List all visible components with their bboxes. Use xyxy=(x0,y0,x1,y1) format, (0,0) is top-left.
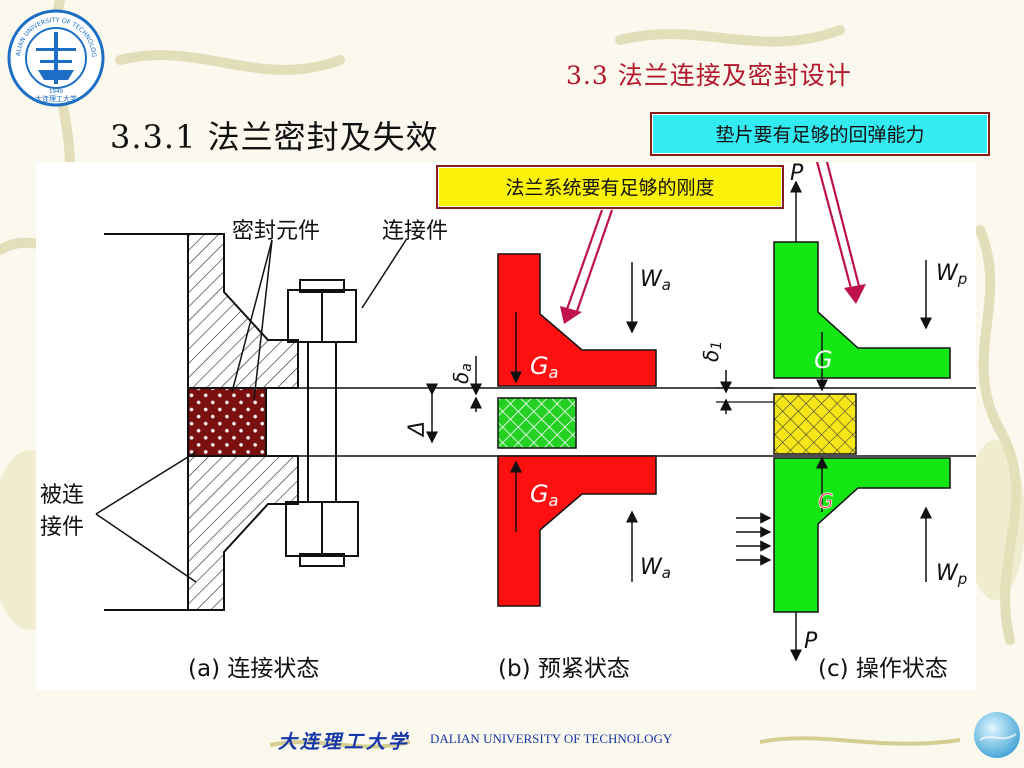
gasket-a xyxy=(187,387,267,457)
label-Ga-top: Ga xyxy=(530,352,558,382)
label-P-top: P xyxy=(790,162,804,186)
label-Wa-top-sub: a xyxy=(662,276,671,294)
caption-a: (a) 连接状态 xyxy=(188,656,319,682)
subsection-title: 3.3.1 法兰密封及失效 xyxy=(110,118,439,156)
label-connected-part-1: 被连 xyxy=(40,483,84,508)
label-delta-1: δ1 xyxy=(699,341,725,362)
label-Ga-top-sub: a xyxy=(549,363,559,382)
section-title: 3.3 法兰连接及密封设计 xyxy=(566,61,852,90)
label-delta-1-sub: 1 xyxy=(709,341,725,350)
label-Wp-bottom-sub: p xyxy=(957,570,968,588)
flange-seal-figure: 密封元件 连接件 被连 接件 Δ Ga Ga Wa Wa δa xyxy=(36,162,976,690)
label-Wp-bottom-sym: W xyxy=(936,561,959,586)
footer-university-en: DALIAN UNIVERSITY OF TECHNOLOGY xyxy=(430,731,673,746)
label-connected-part-2: 接件 xyxy=(40,515,84,540)
label-delta: Δ xyxy=(405,421,430,438)
label-sealing-element: 密封元件 xyxy=(232,219,320,244)
label-delta-a-sub: a xyxy=(459,363,475,372)
label-Wp-bottom: Wp xyxy=(936,561,967,588)
label-Ga-bottom-sub: a xyxy=(549,491,559,510)
label-Wp-top: Wp xyxy=(936,261,967,288)
label-P-bottom: P xyxy=(804,629,818,654)
callout-gasket-resilience: 垫片要有足够的回弹能力 xyxy=(650,112,990,156)
footer-university-cn: 大连理工大学 xyxy=(278,731,411,753)
label-connector: 连接件 xyxy=(382,219,448,244)
callout-arrows xyxy=(560,162,866,324)
label-delta-1-sym: δ xyxy=(699,350,723,362)
label-G-bottom: G xyxy=(818,489,834,513)
label-Ga-bottom: Ga xyxy=(530,480,558,510)
label-Wa-bottom-sym: W xyxy=(640,555,663,580)
logo-year: 1949 xyxy=(49,89,63,95)
gasket-c xyxy=(773,393,857,455)
label-Ga-bottom-sym: G xyxy=(530,480,549,508)
label-delta-a-sym: δ xyxy=(449,372,473,384)
caption-c: (c) 操作状态 xyxy=(818,656,948,682)
panel-c xyxy=(716,180,951,662)
label-Wa-top-sym: W xyxy=(640,267,663,292)
label-Wa-bottom-sub: a xyxy=(662,564,671,582)
logo-bottom-text: 大连理工大学 xyxy=(35,94,77,103)
label-Wa-bottom: Wa xyxy=(640,555,671,582)
callout-flange-rigidity: 法兰系统要有足够的刚度 xyxy=(436,165,784,209)
label-Wp-top-sub: p xyxy=(957,270,968,288)
caption-b: (b) 预紧状态 xyxy=(498,656,630,682)
label-Ga-top-sym: G xyxy=(530,352,549,380)
label-Wa-top: Wa xyxy=(640,267,671,294)
gasket-b xyxy=(497,397,577,449)
label-delta-a: δa xyxy=(449,363,475,384)
label-G-top: G xyxy=(814,346,833,374)
label-Wp-top-sym: W xyxy=(936,261,959,286)
panel-a xyxy=(95,233,976,611)
corner-ball-decoration xyxy=(974,712,1020,758)
panel-b xyxy=(470,253,657,607)
university-logo: DALIAN UNIVERSITY OF TECHNOLOGY 大连理工大学 1… xyxy=(6,8,105,107)
